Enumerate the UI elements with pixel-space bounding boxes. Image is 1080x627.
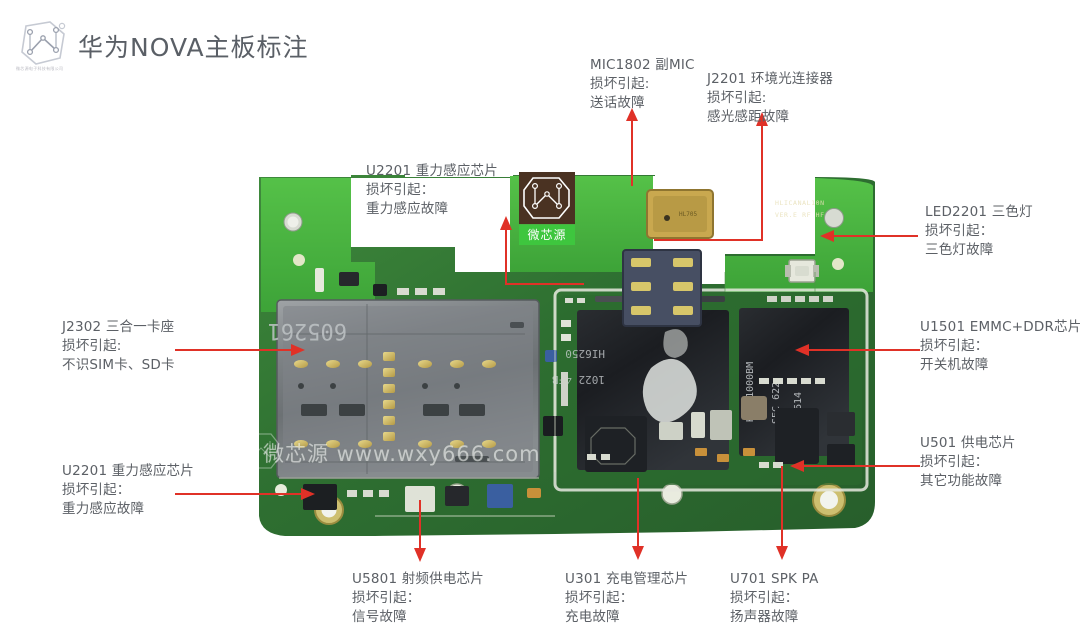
annotation-line-3: 重力感应故障 bbox=[62, 501, 145, 517]
annotation-line-2: 损坏引起： bbox=[565, 590, 634, 606]
annotation-line-2: 损坏引起: bbox=[707, 90, 767, 106]
annotation-line-1: U5801 射频供电芯片 bbox=[352, 571, 484, 587]
annotation-j2201-ambient-light-connector: J2201 环境光连接器 损坏引起: 感光感距故障 bbox=[707, 70, 833, 127]
svg-text:HI6250: HI6250 bbox=[565, 347, 605, 360]
annotation-u501-power-supply-chip: U501 供电芯片 损坏引起： 其它功能故障 bbox=[920, 434, 1016, 491]
svg-text:KMRX1000BM: KMRX1000BM bbox=[745, 362, 756, 422]
svg-text:1022 4FB: 1022 4FB bbox=[552, 373, 605, 386]
annotation-u5801-rf-power-chip: U5801 射频供电芯片 损坏引起： 信号故障 bbox=[352, 570, 484, 627]
annotation-line-3: 重力感应故障 bbox=[366, 201, 449, 217]
annotation-line-2: 损坏引起： bbox=[730, 590, 799, 606]
annotation-u1501-emmc-ddr: U1501 EMMC+DDR芯片 损坏引起： 开关机故障 bbox=[920, 318, 1080, 375]
arrow-u501 bbox=[790, 458, 920, 474]
arrow-u2201-top bbox=[498, 216, 590, 294]
annotation-line-1: J2201 环境光连接器 bbox=[707, 71, 834, 87]
annotation-line-3: 三色灯故障 bbox=[925, 242, 994, 258]
annotation-u2201-gravity-sensor-top: U2201 重力感应芯片 损坏引起： 重力感应故障 bbox=[366, 162, 498, 219]
arrow-led2201 bbox=[820, 228, 918, 244]
annotation-line-3: 不识SIM卡、SD卡 bbox=[62, 357, 175, 373]
board-brand-badge-icon bbox=[519, 172, 575, 224]
annotation-line-2: 损坏引起: bbox=[590, 76, 650, 92]
arrow-u301 bbox=[630, 478, 646, 560]
annotation-mic1802-sub-mic: MIC1802 副MIC 损坏引起: 送话故障 bbox=[590, 56, 695, 113]
page-header: 微芯源电子科技有限公司 华为NOVA主板标注 bbox=[0, 0, 1080, 85]
arrow-j2302 bbox=[175, 342, 305, 358]
annotation-line-3: 扬声器故障 bbox=[730, 609, 799, 625]
annotation-line-3: 其它功能故障 bbox=[920, 473, 1003, 489]
annotation-u701-spk-pa: U701 SPK PA 损坏引起： 扬声器故障 bbox=[730, 570, 819, 627]
board-version-silk-2: VER.E RF HF bbox=[775, 211, 825, 219]
annotation-line-3: 开关机故障 bbox=[920, 357, 989, 373]
svg-text:SEC 622: SEC 622 bbox=[771, 382, 782, 424]
annotation-line-2: 损坏引起： bbox=[920, 454, 989, 470]
annotation-line-1: LED2201 三色灯 bbox=[925, 204, 1033, 220]
arrow-u2201-left bbox=[175, 486, 315, 502]
arrow-u5801 bbox=[412, 500, 428, 562]
annotation-line-2: 损坏引起： bbox=[925, 223, 994, 239]
annotation-line-1: U2201 重力感应芯片 bbox=[62, 463, 194, 479]
svg-text:B614: B614 bbox=[793, 392, 804, 416]
annotation-line-3: 感光感距故障 bbox=[707, 109, 790, 125]
arrow-u701 bbox=[774, 466, 790, 560]
svg-text:605261: 605261 bbox=[268, 318, 347, 343]
svg-text:HL705: HL705 bbox=[679, 211, 697, 218]
annotation-line-1: MIC1802 副MIC bbox=[590, 57, 695, 73]
annotation-line-1: U701 SPK PA bbox=[730, 571, 819, 587]
annotation-line-1: U501 供电芯片 bbox=[920, 435, 1016, 451]
annotation-line-2: 损坏引起: bbox=[62, 338, 122, 354]
board-brand-tag: 微芯源 bbox=[519, 225, 575, 245]
phone-motherboard-photo: 605261 HI6250 1022 4FB KMRX bbox=[255, 172, 880, 554]
page-title: 华为NOVA主板标注 bbox=[78, 33, 309, 62]
annotation-line-3: 信号故障 bbox=[352, 609, 407, 625]
arrow-mic1802 bbox=[624, 108, 640, 186]
annotation-u301-charge-management-chip: U301 充电管理芯片 损坏引起： 充电故障 bbox=[565, 570, 688, 627]
annotation-line-1: U1501 EMMC+DDR芯片 bbox=[920, 319, 1080, 335]
arrow-j2201 bbox=[640, 112, 770, 252]
company-logo-icon bbox=[16, 18, 68, 68]
annotation-line-3: 送话故障 bbox=[590, 95, 645, 111]
annotation-j2302-three-in-one-card-slot: J2302 三合一卡座 损坏引起: 不识SIM卡、SD卡 bbox=[62, 318, 175, 375]
annotation-line-2: 损坏引起： bbox=[920, 338, 989, 354]
annotation-line-2: 损坏引起： bbox=[352, 590, 421, 606]
annotation-line-3: 充电故障 bbox=[565, 609, 620, 625]
annotation-led2201-tricolor-led: LED2201 三色灯 损坏引起： 三色灯故障 bbox=[925, 203, 1033, 260]
annotation-line-2: 损坏引起： bbox=[62, 482, 131, 498]
annotation-line-1: U2201 重力感应芯片 bbox=[366, 163, 498, 179]
annotation-line-1: J2302 三合一卡座 bbox=[62, 319, 175, 335]
board-version-silk-1: HLICANAL10N bbox=[775, 199, 825, 207]
arrow-u1501 bbox=[795, 342, 920, 358]
annotation-u2201-gravity-sensor-left: U2201 重力感应芯片 损坏引起： 重力感应故障 bbox=[62, 462, 194, 519]
annotation-line-2: 损坏引起： bbox=[366, 182, 435, 198]
annotation-line-1: U301 充电管理芯片 bbox=[565, 571, 689, 587]
company-logo-caption: 微芯源电子科技有限公司 bbox=[16, 66, 64, 71]
